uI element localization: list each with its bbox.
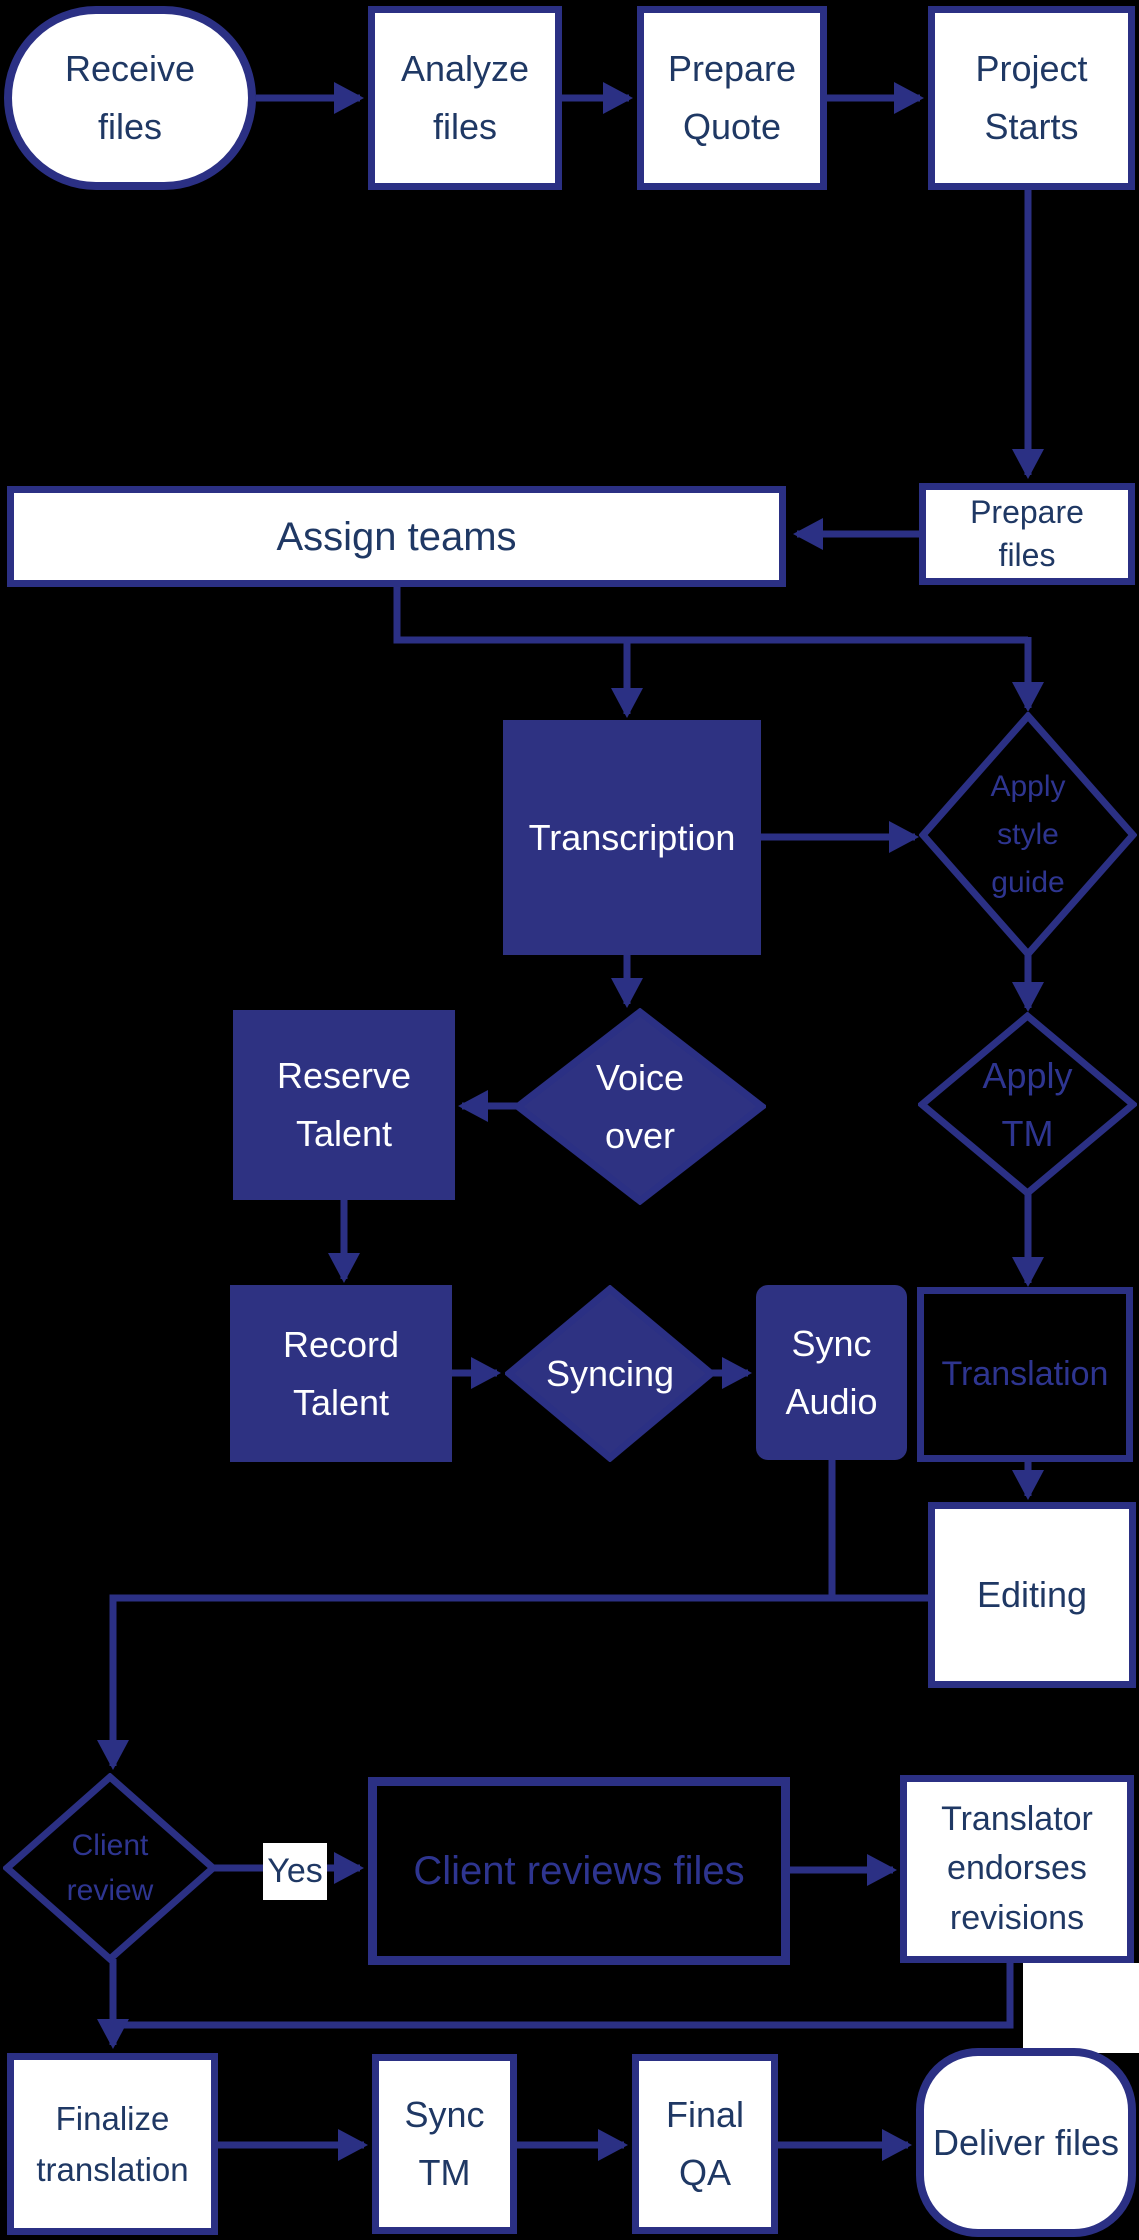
node-project-starts: Project Starts <box>928 6 1135 190</box>
path-editing-to-client-review <box>97 1594 928 1770</box>
node-apply-tm: Apply TM <box>918 1012 1137 1197</box>
node-assign-teams: Assign teams <box>7 486 786 587</box>
node-label: Project Starts <box>975 48 1088 147</box>
node-deliver-files: Deliver files <box>916 2048 1136 2237</box>
node-voice-over: Voice over <box>514 1008 766 1205</box>
node-label: Voice over <box>595 1056 685 1156</box>
node-label: Client review <box>66 1829 154 1907</box>
node-syncing: Syncing <box>505 1285 715 1462</box>
diamond-shape <box>505 1285 715 1462</box>
node-label: Translator endorses revisions <box>941 1800 1093 1937</box>
node-transcription: Transcription <box>503 720 761 955</box>
diamond-shape <box>514 1008 766 1205</box>
node-label: Sync Audio <box>785 1322 878 1422</box>
node-label: Deliver files <box>932 2121 1120 2163</box>
node-label: Record Talent <box>282 1323 400 1423</box>
edge-label-yes: Yes <box>263 1843 327 1900</box>
node-client-review: Client review <box>3 1773 217 1963</box>
node-client-reviews-files: Client reviews files <box>368 1777 790 1965</box>
white-background-patch <box>1023 1963 1139 2053</box>
node-label: Apply style guide <box>990 770 1066 899</box>
node-label: Analyze files <box>400 48 530 147</box>
node-label: Reserve Talent <box>276 1055 412 1154</box>
node-translation: Translation <box>917 1287 1133 1462</box>
node-reserve-talent: Reserve Talent <box>233 1010 455 1200</box>
node-label: Editing <box>976 1574 1088 1616</box>
path-assign-split <box>393 587 1028 644</box>
diamond-shape <box>918 1012 1137 1197</box>
diamond-shape <box>919 712 1137 958</box>
node-record-talent: Record Talent <box>230 1285 452 1462</box>
node-translator-endorses-revisions: Translator endorses revisions <box>900 1775 1134 1963</box>
node-label: Transcription <box>528 816 736 858</box>
node-label: Syncing <box>545 1352 675 1394</box>
node-analyze-files: Analyze files <box>368 6 562 190</box>
node-label: Finalize translation <box>36 2099 189 2188</box>
path-translator-to-merge <box>113 1963 1014 2029</box>
diamond-shape <box>3 1773 217 1963</box>
node-prepare-quote: Prepare Quote <box>637 6 827 190</box>
node-label: Translation <box>941 1355 1109 1394</box>
node-editing: Editing <box>928 1502 1136 1688</box>
node-label: Apply TM <box>982 1054 1073 1154</box>
node-sync-tm: Sync TM <box>372 2054 517 2234</box>
node-final-qa: Final QA <box>632 2054 778 2234</box>
node-receive-files: Receive files <box>4 6 256 190</box>
node-label: Prepare files <box>970 493 1084 573</box>
node-label: Receive files <box>64 48 196 147</box>
node-label: Sync TM <box>404 2094 485 2193</box>
node-finalize-translation: Finalize translation <box>7 2053 218 2235</box>
node-label: Final QA <box>665 2094 745 2193</box>
node-label: Prepare Quote <box>667 48 797 147</box>
node-apply-style-guide: Apply style guide <box>919 712 1137 958</box>
edge-label-text: Yes <box>267 1852 323 1891</box>
node-label: Assign teams <box>276 514 517 559</box>
node-prepare-files: Prepare files <box>919 483 1135 585</box>
node-sync-audio: Sync Audio <box>756 1285 907 1460</box>
node-label: Client reviews files <box>413 1849 745 1893</box>
